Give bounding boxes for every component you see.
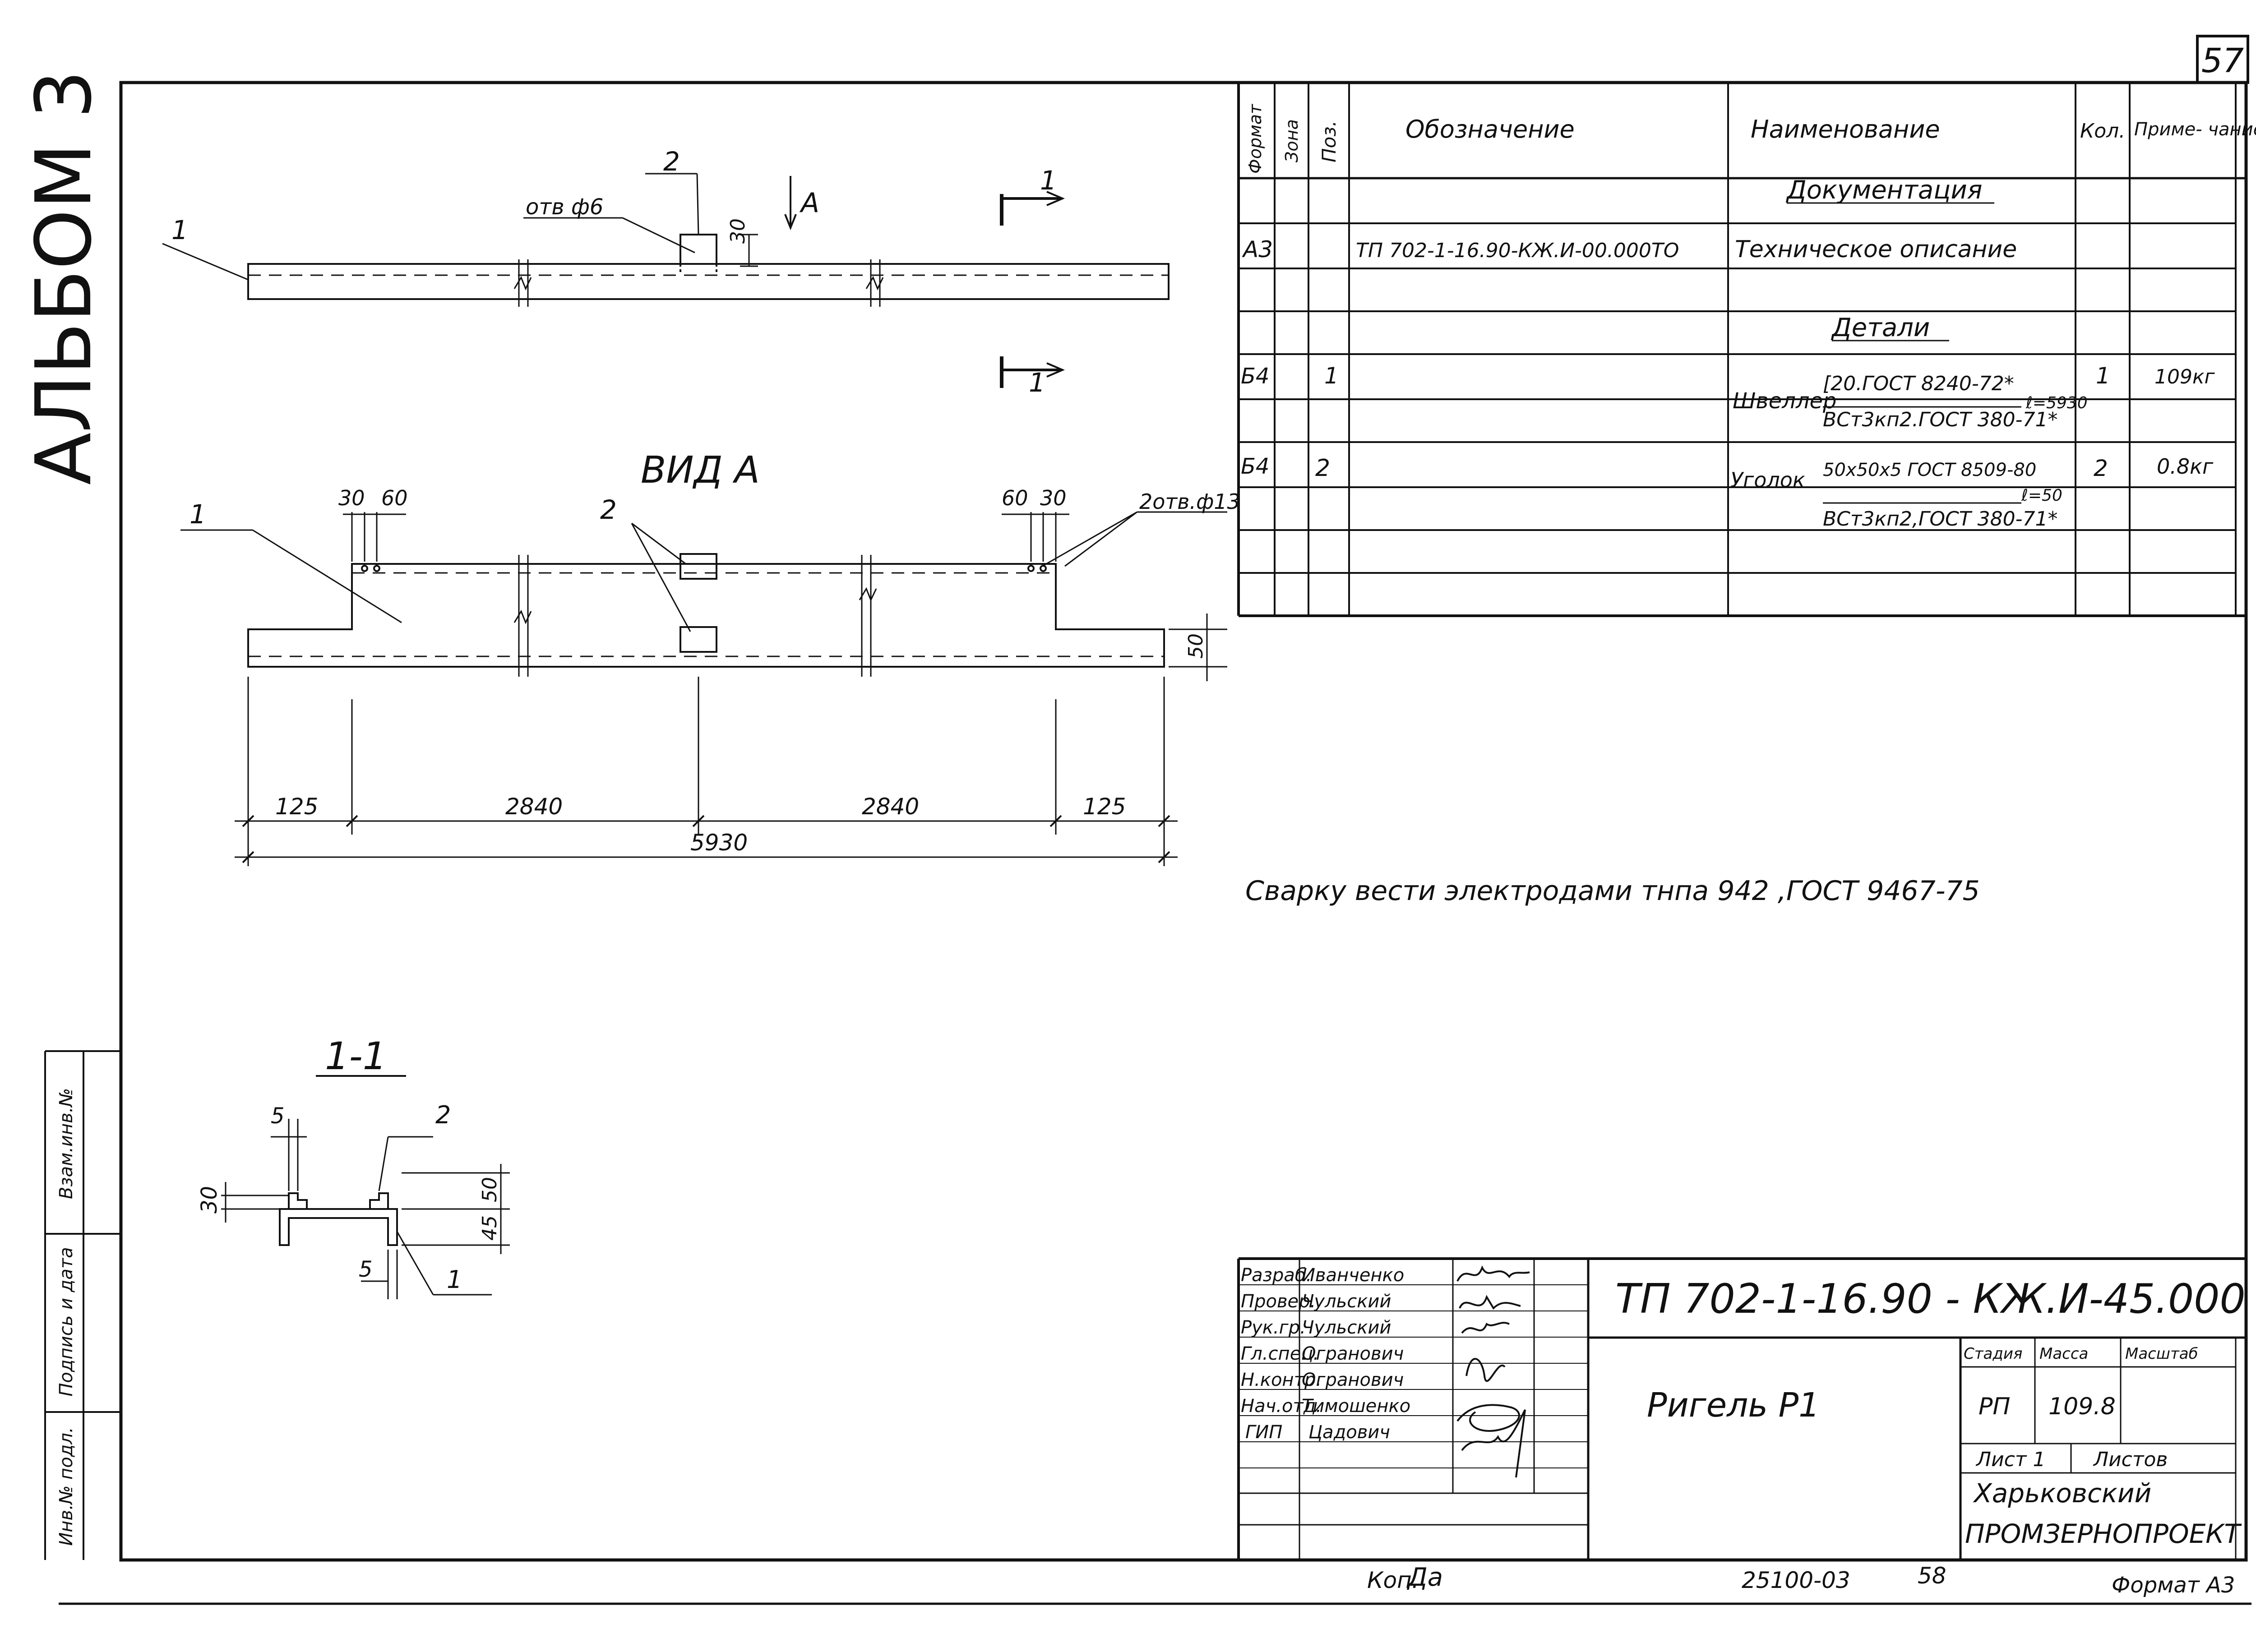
view-a-callout-2: 2 <box>600 494 617 525</box>
spec-section-parts: Детали <box>1831 313 1930 342</box>
role-label: Разраб. <box>1241 1265 1312 1286</box>
view-a-holes-label: 2отв.ф13 <box>1139 489 1240 514</box>
spec-section-docs: Документация <box>1785 175 1982 205</box>
section-title: 1-1 <box>325 1034 387 1078</box>
spec-header-note: Приме- чание <box>2134 119 2256 140</box>
page-number: 57 <box>2201 42 2244 80</box>
top-view <box>162 173 1170 388</box>
spec-header-designation: Обозначение <box>1405 115 1575 143</box>
footer-copy-label: Коп. <box>1367 1567 1419 1593</box>
stamp-replaced-inv: Взам.инв.№ <box>56 1088 77 1199</box>
section-mark-top: 1 <box>1040 165 1057 196</box>
role-label: Гл.спец. <box>1241 1343 1319 1364</box>
section-dim-30: 30 <box>197 1186 222 1214</box>
spec-item1-format: Б4 <box>1241 364 1269 389</box>
role-name: Цадович <box>1308 1422 1390 1443</box>
spec-doc-name: Техническое описание <box>1735 236 2017 263</box>
role-label: Рук.гр. <box>1241 1317 1306 1338</box>
dim-125-left: 125 <box>275 794 318 820</box>
spec-item1-pos: 1 <box>1324 363 1339 389</box>
spec-header-zone: Зона <box>1282 119 1302 162</box>
spec-item2-length: ℓ=50 <box>2021 486 2062 505</box>
section-callout-2: 2 <box>435 1101 451 1129</box>
role-name: Тимошенко <box>1302 1396 1410 1417</box>
role-name: Огранович <box>1302 1343 1404 1364</box>
top-callout-1: 1 <box>171 215 188 245</box>
top-callout-2: 2 <box>663 146 680 177</box>
stamp-signature-date: Подпись и дата <box>56 1247 77 1396</box>
role-label: ГИП <box>1245 1422 1282 1443</box>
spec-item2-format: Б4 <box>1241 454 1269 479</box>
view-a-arrow-label: А <box>799 187 819 219</box>
view-a-dim-60-right: 60 <box>1002 486 1028 510</box>
view-a-dim-60-left: 60 <box>381 486 408 510</box>
role-name: Огранович <box>1302 1370 1404 1390</box>
spec-item1-qty: 1 <box>2096 363 2110 389</box>
spec-item2-pos: 2 <box>1315 455 1330 482</box>
dim-2840-left: 2840 <box>505 794 563 820</box>
spec-doc-format: А3 <box>1242 236 1273 263</box>
role-label: Нач.отд. <box>1241 1396 1322 1417</box>
title-block-code: ТП 702-1-16.90 - КЖ.И-45.000 <box>1615 1275 2246 1323</box>
role-name: Чульский <box>1302 1291 1391 1312</box>
role-name: Чульский <box>1302 1317 1391 1338</box>
stamp-inv-no: Инв.№ подл. <box>56 1427 77 1546</box>
view-a-dim-30-right: 30 <box>1040 486 1067 510</box>
spec-item2-name-line2: ВСт3кп2,ГОСТ 380-71* <box>1823 508 2057 531</box>
top-hole-label: отв ф6 <box>526 194 603 220</box>
section-dim-50: 50 <box>478 1177 501 1202</box>
top-dim-30: 30 <box>726 218 749 244</box>
dim-125-right: 125 <box>1083 794 1126 820</box>
section-mark-bottom: 1 <box>1029 367 1045 398</box>
footer-archive-no: 25100-03 <box>1742 1567 1850 1593</box>
view-a-dim-50: 50 <box>1184 633 1207 659</box>
spec-header-format: Формат <box>1245 103 1265 174</box>
org-name-line2: ПРОМЗЕРНОПРОЕКТ <box>1965 1518 2242 1549</box>
spec-item2-qty: 2 <box>2094 455 2108 481</box>
footer-format: Формат А3 <box>2112 1573 2235 1598</box>
section-1-1-drawing <box>221 1075 510 1299</box>
section-dim-5-bottom: 5 <box>359 1257 373 1282</box>
stage-label: Стадия <box>1964 1345 2022 1363</box>
section-dim-45: 45 <box>478 1215 501 1241</box>
spec-doc-designation: ТП 702-1-16.90-КЖ.И-00.000ТО <box>1356 239 1679 262</box>
spec-item1-name-main: Швеллер <box>1733 388 1837 414</box>
spec-header-qty: Кол. <box>2080 120 2125 143</box>
role-label: Провер. <box>1241 1291 1316 1312</box>
mass-value: 109.8 <box>2048 1393 2116 1420</box>
spec-header-name: Наименование <box>1751 115 1940 143</box>
album-label: АЛЬБОМ 3 <box>19 70 109 485</box>
footer-copy-sign: Да <box>1406 1563 1443 1592</box>
spec-item2-name-main: Уголок <box>1730 468 1805 492</box>
sheets-label: Листов <box>2093 1448 2168 1471</box>
title-block-grid <box>1237 1257 2246 1560</box>
view-a-callout-1: 1 <box>190 499 206 530</box>
scale-label: Масштаб <box>2125 1345 2198 1363</box>
spec-item2-name-line1: 50х50х5 ГОСТ 8509-80 <box>1823 460 2036 480</box>
spec-item1-name-line2: ВСт3кп2.ГОСТ 380-71* <box>1823 408 2057 431</box>
title-block-object-name: Ригель Р1 <box>1647 1386 1820 1425</box>
spec-item1-length: ℓ=5930 <box>2025 394 2088 412</box>
dim-5930-total: 5930 <box>690 830 748 856</box>
dim-2840-right: 2840 <box>862 794 919 820</box>
view-a-title: ВИД А <box>641 449 760 492</box>
section-dim-5-top: 5 <box>271 1103 285 1129</box>
welding-note: Сварку вести электродами тнпа 942 ,ГОСТ … <box>1245 875 1980 907</box>
sheet-label: Лист 1 <box>1975 1448 2045 1471</box>
role-label: Н.контр. <box>1241 1370 1322 1390</box>
stage-value: РП <box>1979 1393 2010 1420</box>
spec-table-grid <box>1237 83 2246 617</box>
section-callout-1: 1 <box>447 1265 462 1294</box>
mass-label: Масса <box>2039 1345 2088 1363</box>
spec-item2-note: 0.8кг <box>2157 454 2214 479</box>
spec-item1-name-line1: [20.ГОСТ 8240-72* <box>1823 372 2014 395</box>
spec-header-pos: Поз. <box>1318 120 1340 162</box>
footer-archive-sheet: 58 <box>1918 1563 1946 1589</box>
view-a-dim-30-left: 30 <box>338 486 365 510</box>
org-name-line1: Харьковский <box>1973 1478 2151 1509</box>
spec-item1-note: 109кг <box>2154 365 2215 388</box>
view-a-drawing <box>180 511 1227 866</box>
role-name: Иванченко <box>1302 1265 1404 1286</box>
